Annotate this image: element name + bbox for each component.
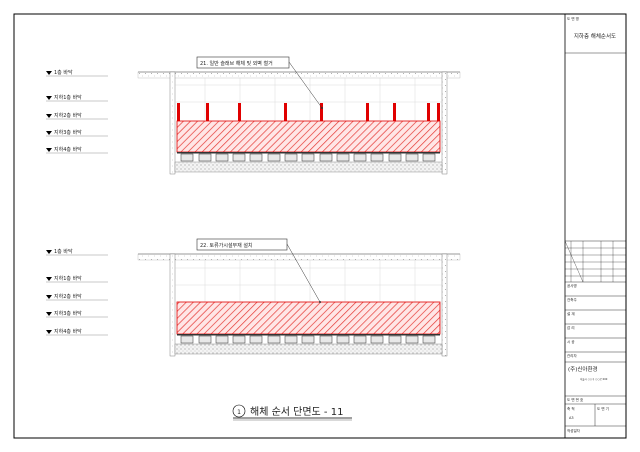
level-label: 지하2층 바닥 — [54, 112, 82, 119]
level-label: 1층 바닥 — [54, 69, 73, 76]
scale-value: A3 — [569, 416, 574, 420]
gravel-bed — [174, 161, 443, 173]
company-name: (주)신아환경 — [568, 365, 598, 373]
structural-grid — [175, 260, 442, 302]
foundation-footings — [180, 335, 436, 344]
level-arrow-icon — [46, 114, 52, 118]
foundation-footings — [180, 153, 436, 162]
level-marker: 지하3층 바닥 — [46, 129, 108, 137]
level-marker: 지하2층 바닥 — [46, 112, 108, 120]
drawing-title-text: 해체 순서 단면도 - 11 — [250, 405, 343, 418]
level-arrow-icon — [46, 330, 52, 334]
demolition-zone — [176, 301, 441, 335]
retaining-wall-left — [169, 253, 176, 357]
callout-leader — [288, 61, 323, 109]
level-label: 지하1층 바닥 — [54, 94, 82, 101]
revision-table — [564, 240, 626, 283]
callout-text: 22. 토류가시설부재 설치 — [200, 242, 253, 249]
level-label: 지하1층 바닥 — [54, 275, 82, 282]
level-label: 지하3층 바닥 — [54, 310, 82, 317]
retaining-wall-right — [441, 253, 448, 357]
demolition-zone — [176, 120, 441, 153]
level-marker: 지하2층 바닥 — [46, 293, 108, 301]
drawing-number: 1 — [237, 409, 241, 416]
title-block-label: 건축주 — [567, 297, 577, 302]
title-block-label: 감 리 — [567, 325, 575, 330]
level-label: 지하3층 바닥 — [54, 129, 82, 136]
level-label: 지하4층 바닥 — [54, 328, 82, 335]
level-marker: 지하3층 바닥 — [46, 310, 108, 318]
callout-box — [196, 56, 290, 69]
level-arrow-icon — [46, 312, 52, 316]
level-marker: 지하4층 바닥 — [46, 146, 108, 154]
company-address: 서울시 ○○구 ○○로 000 — [580, 377, 608, 381]
title-block-label: 도 면 번 호 — [567, 397, 584, 402]
level-arrow-icon — [46, 96, 52, 100]
level-marker: 지하1층 바닥 — [46, 275, 108, 283]
level-label: 1층 바닥 — [54, 248, 73, 255]
level-arrow-icon — [46, 250, 52, 254]
structural-grid — [175, 78, 442, 120]
level-arrow-icon — [46, 295, 52, 299]
level-label: 지하2층 바닥 — [54, 293, 82, 300]
callout-text: 21. 일반 슬래브 해체 및 외벽 철거 — [200, 60, 273, 67]
level-label: 지하4층 바닥 — [54, 146, 82, 153]
title-block-label: 시 공 — [567, 339, 575, 344]
title-block-label: 도 면 명 — [567, 16, 579, 21]
level-arrow-icon — [46, 148, 52, 152]
section-top: 1층 바닥 지하1층 바닥 지하2층 바닥 지하3층 바닥 지하4층 바닥 — [46, 56, 461, 175]
sheet-border — [13, 13, 627, 439]
level-arrow-icon — [46, 277, 52, 281]
level-marker: 1층 바닥 — [46, 69, 108, 77]
title-block-label: 공사명 — [567, 283, 577, 288]
retaining-wall-left — [169, 71, 176, 175]
gravel-bed — [174, 343, 443, 355]
title-block-label: 설 계 — [567, 311, 575, 316]
remaining-columns — [177, 103, 440, 121]
ground-soil — [137, 253, 461, 261]
level-marker: 지하1층 바닥 — [46, 94, 108, 102]
drawing-title: 1 해체 순서 단면도 - 11 — [232, 404, 352, 421]
ground-soil — [137, 71, 461, 79]
level-marker: 1층 바닥 — [46, 248, 108, 256]
callout-leader — [286, 243, 321, 303]
retaining-wall-right — [441, 71, 448, 175]
level-marker: 지하4층 바닥 — [46, 328, 108, 336]
title-block — [565, 52, 626, 427]
level-arrow-icon — [46, 131, 52, 135]
title-block-label: 관리자 — [567, 353, 577, 358]
level-arrow-icon — [46, 71, 52, 75]
section-bottom: 1층 바닥 지하1층 바닥 지하2층 바닥 지하3층 바닥 지하4층 바닥 — [46, 238, 461, 357]
title-block-label: 축 척 — [567, 406, 575, 411]
drawing-name: 지하층 해체순서도 — [574, 32, 616, 40]
title-block-label: 작성일자 — [567, 428, 581, 433]
title-block-label: 도 면 기 — [597, 406, 609, 411]
drawing-number-bubble — [232, 404, 246, 418]
